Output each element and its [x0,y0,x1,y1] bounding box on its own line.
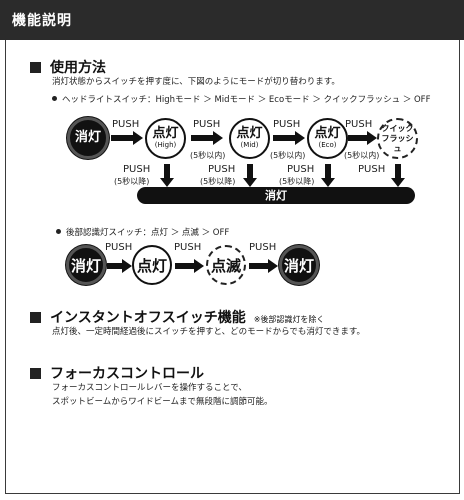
section-usage-title: 使用方法 [30,57,106,77]
arrow-right-icon [175,259,204,273]
section-focus-title: フォーカスコントロール [30,363,204,383]
push-label: PUSH [193,119,221,130]
instant-off-description: 点灯後、一定時間経過後にスイッチを押すと、どのモードからでも消灯できます。 [52,327,366,337]
mode-mid-circle: 点灯(Mid) [229,118,270,159]
square-bullet-icon [30,312,41,323]
rear-on-circle: 点灯 [132,245,172,285]
push-label: PUSH [249,242,277,253]
push-label: PUSH [345,119,373,130]
arrow-right-icon [191,131,223,145]
arrow-down-icon [391,164,405,187]
arrow-down-icon [321,164,335,187]
rear-light-switch-label: 後部認識灯スイッチ：点灯 ＞ 点滅 ＞ OFF [56,226,229,238]
after-5s-label: (5秒以降) [114,177,150,186]
bullet-dot-icon [52,96,57,101]
within-5s-label: (5秒以内) [190,151,226,160]
focus-description-line2: スポットビームからワイドビームまで無段階に調節可能。 [52,397,273,407]
instant-off-note: ※後部認識灯を除く [253,315,325,324]
mode-eco-circle: 点灯(Eco) [307,118,348,159]
arrow-right-icon [107,259,132,273]
header-title: 機能説明 [12,13,72,29]
push-label: PUSH [105,242,133,253]
arrow-right-icon [249,259,278,273]
arrow-right-icon [348,131,377,145]
push-label: PUSH [287,164,315,175]
off-bar: 消灯 [137,187,415,204]
rear-off-circle: 消灯 [66,245,106,285]
square-bullet-icon [30,368,41,379]
push-label: PUSH [273,119,301,130]
push-label: PUSH [174,242,202,253]
rear-final-off-circle: 消灯 [279,245,319,285]
arrow-right-icon [111,131,143,145]
within-5s-label: (5秒以内) [270,151,306,160]
mode-high-circle: 点灯(High) [145,118,186,159]
push-label: PUSH [112,119,140,130]
mode-quick-flash-circle: クイック フラッシュ [377,118,418,159]
arrow-down-icon [243,164,257,187]
rear-blink-circle: 点滅 [206,245,246,285]
push-label: PUSH [208,164,236,175]
square-bullet-icon [30,62,41,73]
push-label: PUSH [358,164,386,175]
header-bar: 機能説明 [0,0,464,40]
bullet-dot-icon [56,229,61,234]
focus-description-line1: フォーカスコントロールレバーを操作することで、 [52,383,247,393]
after-5s-label: (5秒以降) [279,177,315,186]
arrow-right-icon [273,131,305,145]
arrow-down-icon [160,164,174,187]
push-label: PUSH [123,164,151,175]
after-5s-label: (5秒以降) [200,177,236,186]
usage-description: 消灯状態からスイッチを押す度に、下図のようにモードが切り替わります。 [52,77,340,87]
headlight-switch-label: ヘッドライトスイッチ：Highモード ＞ Midモード ＞ Ecoモード ＞ ク… [52,93,430,105]
section-instant-off-title: インスタントオフスイッチ機能※後部認識灯を除く [30,307,324,327]
within-5s-label: (5秒以内) [344,151,380,160]
state-off-circle: 消灯 [67,117,109,159]
content-frame [5,40,460,494]
